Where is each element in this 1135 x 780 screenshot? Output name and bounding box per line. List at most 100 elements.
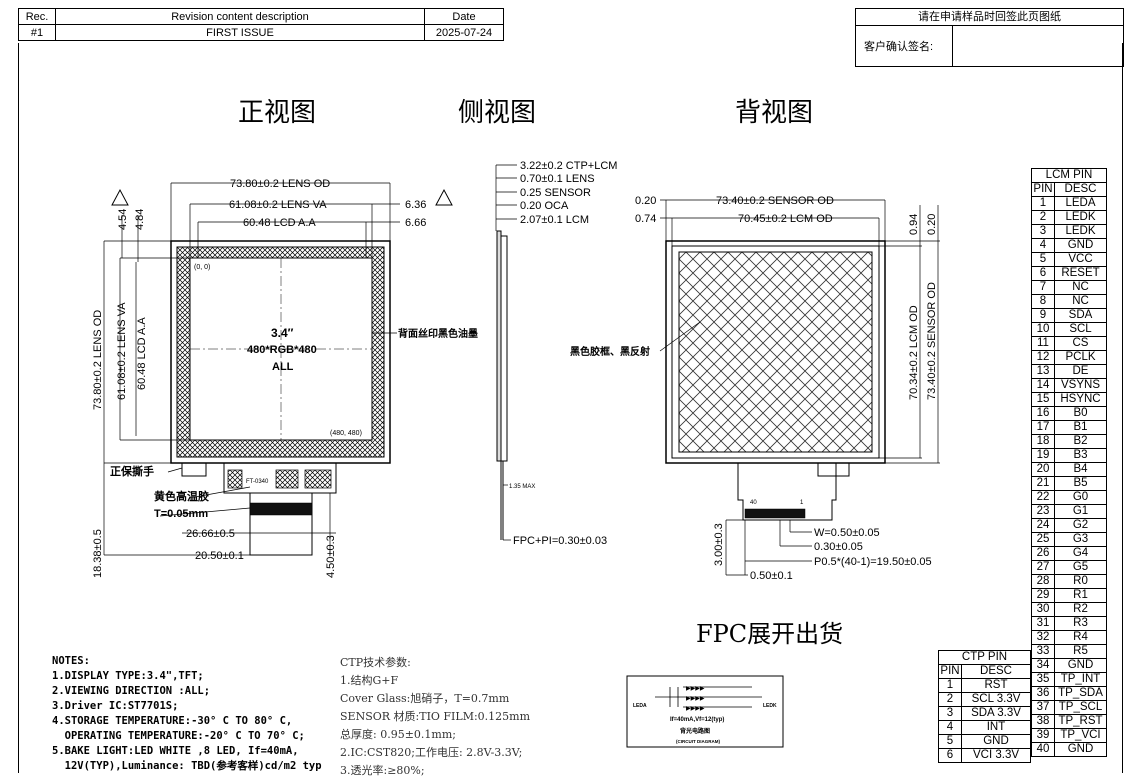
lcm-pin-number: 32 xyxy=(1031,630,1055,645)
lcm-pin-desc: TP_RST xyxy=(1054,714,1107,729)
back-v-lcm-od: 70.34±0.2 LCM OD xyxy=(908,305,920,400)
back-v-0-20: 0.20 xyxy=(926,214,938,235)
lcm-pin-number: 13 xyxy=(1031,364,1055,379)
ctp-spec-line: 总厚度: 0.95±0.1mm; xyxy=(340,728,456,741)
ctp-spec-line: 2.IC:CST820;工作电压: 2.8V-3.3V; xyxy=(340,746,523,759)
ctp-pin-number: 4 xyxy=(938,720,962,735)
lcm-pin-desc: R4 xyxy=(1054,630,1107,645)
circuit-name: 背光电路图 xyxy=(680,727,710,735)
lcm-pin-desc: LEDK xyxy=(1054,210,1107,225)
lcm-pin-number: 33 xyxy=(1031,644,1055,659)
lcm-pin-desc: R5 xyxy=(1054,644,1107,659)
lcm-pin-number: 16 xyxy=(1031,406,1055,421)
dim-v-lcd-aa: 60.48 LCD A.A xyxy=(136,317,148,390)
lcm-pin-number: 21 xyxy=(1031,476,1055,491)
lcm-pin-desc: G4 xyxy=(1054,546,1107,561)
lcm-pin-desc: PCLK xyxy=(1054,350,1107,365)
peel-note: 正保撕手 xyxy=(110,464,154,478)
lcm-pin-number: 17 xyxy=(1031,420,1055,435)
ctp-pin-number: 2 xyxy=(938,692,962,707)
lcm-pin-number: 8 xyxy=(1031,294,1055,309)
ctp-pin-number: 1 xyxy=(938,678,962,693)
side-fpc-pi: FPC+PI=0.30±0.03 xyxy=(513,535,607,547)
lcm-pin-desc: G1 xyxy=(1054,504,1107,519)
lcm-pin-desc: B1 xyxy=(1054,420,1107,435)
rev-no: #1 xyxy=(18,24,56,41)
lcm-pin-number: 4 xyxy=(1031,238,1055,253)
circuit-sub: (CIRCUIT DIAGRAM) xyxy=(676,739,720,744)
back-view xyxy=(659,199,940,576)
back-0-20: 0.20 xyxy=(635,195,656,207)
lcm-pin-number: 2 xyxy=(1031,210,1055,225)
ctp-header-pin: PIN xyxy=(938,664,962,679)
notes-title: NOTES: xyxy=(52,655,90,667)
lcm-pin-desc: TP_SCL xyxy=(1054,700,1107,715)
lcm-pin-number: 12 xyxy=(1031,350,1055,365)
dim-4-84: 4.84 xyxy=(134,209,146,230)
circuit-ledk: LEDK xyxy=(763,703,777,709)
dim-lens-od: 73.80±0.2 LENS OD xyxy=(230,178,330,190)
lcm-pin-desc: G0 xyxy=(1054,490,1107,505)
lcm-pin-desc: B5 xyxy=(1054,476,1107,491)
back-black-note: 黑色胶框、黑反射 xyxy=(570,345,650,358)
lcm-pin-desc: GND xyxy=(1054,742,1107,757)
lcm-pin-desc: G2 xyxy=(1054,518,1107,533)
note-line: 2.VIEWING DIRECTION :ALL; xyxy=(52,685,211,697)
ctp-spec-line: 3.透光率:≥80%; xyxy=(340,764,425,777)
side-lens: 0.70±0.1 LENS xyxy=(520,173,595,185)
lcm-pin-number: 40 xyxy=(1031,742,1055,757)
ctp-spec-line: Cover Glass:旭硝子，T=0.7mm xyxy=(340,692,510,705)
side-sensor: 0.25 SENSOR xyxy=(520,187,591,199)
dim-4-54: 4.54 xyxy=(117,209,129,230)
note-line: 1.DISPLAY TYPE:3.4",TFT; xyxy=(52,670,204,682)
lcm-pin-number: 14 xyxy=(1031,378,1055,393)
front-view-title: 正视图 xyxy=(238,98,317,128)
confirm-label: 客户确认签名: xyxy=(864,41,934,53)
customer-confirm-box: 请在申请样品时回签此页图纸 客户确认签名: xyxy=(855,8,1124,67)
lcm-pin-number: 18 xyxy=(1031,434,1055,449)
lcm-pin-number: 36 xyxy=(1031,686,1055,701)
ctp-pin-number: 6 xyxy=(938,748,962,763)
lcm-pin-desc: GND xyxy=(1054,658,1107,673)
ctp-pin-number: 3 xyxy=(938,706,962,721)
lcm-pin-desc: G3 xyxy=(1054,532,1107,547)
lcm-pin-desc: GND xyxy=(1054,238,1107,253)
lcm-pin-number: 7 xyxy=(1031,280,1055,295)
note-line: 12V(TYP),Luminance: TBD(参考客样)cd/m2 typ xyxy=(52,760,322,772)
drawing-frame xyxy=(18,43,1123,773)
confirm-title: 请在申请样品时回签此页图纸 xyxy=(856,9,1123,26)
svg-text:▶▶▶▶: ▶▶▶▶ xyxy=(686,686,705,692)
revision-table: Rec. Revision content description Date #… xyxy=(18,8,504,41)
back-v-sensor-od: 73.40±0.2 SENSOR OD xyxy=(926,282,938,400)
circuit-leda: LEDA xyxy=(633,703,647,709)
lcm-pin-number: 9 xyxy=(1031,308,1055,323)
lcm-pin-number: 31 xyxy=(1031,616,1055,631)
panel-resolution: 480*RGB*480 xyxy=(247,344,317,356)
dim-lens-va: 61.08±0.2 LENS VA xyxy=(229,199,327,211)
ctp-spec-line: 1.结构G+F xyxy=(340,674,399,687)
lcm-pin-number: 11 xyxy=(1031,336,1055,351)
dim-6-36: 6.36 xyxy=(405,199,426,211)
